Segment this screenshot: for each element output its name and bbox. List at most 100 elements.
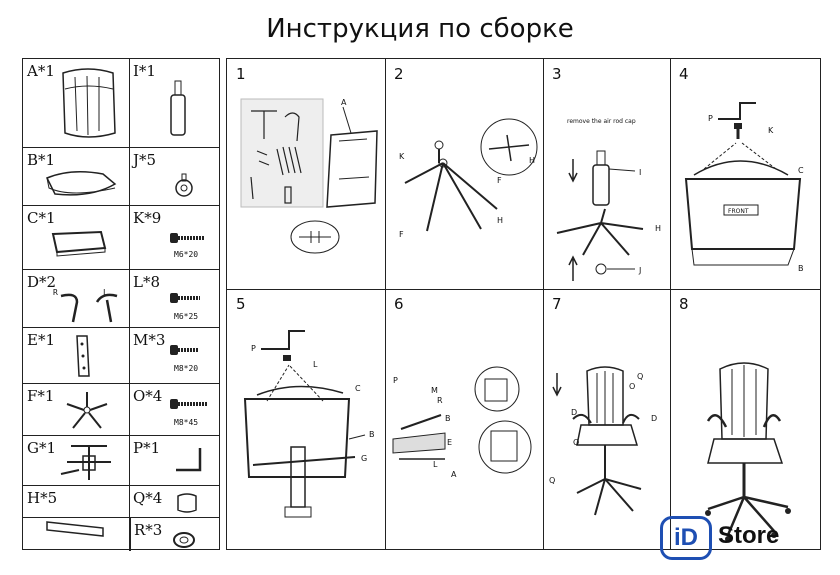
- step-number: 3: [552, 65, 562, 83]
- callout-j: J: [638, 266, 641, 275]
- part-label: M*3: [133, 331, 166, 349]
- callout-p: P: [251, 344, 256, 353]
- part-label: D*2: [27, 273, 57, 291]
- step-6-illustration: P M R B E L A: [392, 366, 532, 479]
- callout-e: E: [447, 438, 452, 447]
- cap-icon: [177, 493, 197, 513]
- callout-l: L: [433, 460, 438, 469]
- part-label: A*1: [27, 62, 55, 80]
- callout-h: H: [497, 216, 503, 225]
- armrest-right-mark: R: [53, 288, 58, 297]
- backrest-icon: [62, 68, 116, 138]
- step-8: 8: [670, 289, 822, 551]
- logo-text: Store: [718, 522, 780, 549]
- step-5: 5 P L C B G: [227, 289, 385, 551]
- parts-row: A*1 I*1: [23, 59, 219, 147]
- callout-c: C: [798, 166, 804, 175]
- callout-a: A: [341, 98, 347, 107]
- store-logo: iD Store: [660, 516, 779, 560]
- part-label: K*9: [133, 209, 162, 227]
- front-mark: FRONT: [728, 208, 749, 215]
- step-number: 2: [394, 65, 404, 83]
- callout-d: D: [571, 408, 577, 417]
- step-3-note: remove the air rod cap: [567, 118, 636, 125]
- step-4: 4 P K C FRONT B: [670, 59, 822, 289]
- part-cell: D*2 R L: [23, 270, 130, 327]
- part-label: O*4: [133, 387, 163, 405]
- part-label: C*1: [27, 209, 56, 227]
- step-number: 8: [679, 295, 689, 313]
- callout-m: M: [431, 386, 438, 395]
- bolt-icon: [170, 399, 208, 409]
- part-label: R*3: [134, 521, 163, 539]
- page-title: Инструкция по сборке: [266, 14, 574, 44]
- step-4-illustration: P K C FRONT B: [684, 102, 804, 273]
- callout-o: O: [573, 438, 579, 447]
- bolt-size: M6*20: [174, 250, 199, 259]
- part-cell: M*3 M8*20: [130, 328, 219, 383]
- callout-f: F: [399, 230, 404, 239]
- part-cell: E*1: [23, 328, 130, 383]
- bolt-icon: [170, 233, 204, 243]
- step-7-illustration: Q O D D Q O: [549, 366, 657, 516]
- callout-b: B: [445, 414, 451, 423]
- bolt-size: M8*45: [174, 418, 199, 427]
- logo-mark: iD: [660, 516, 712, 560]
- step-3: 3 remove the air rod cap I H J: [543, 59, 670, 289]
- callout-g: G: [361, 454, 367, 463]
- part-cell: R*3: [130, 518, 219, 551]
- armrest-icon: [60, 293, 118, 323]
- seat-icon: [45, 171, 117, 196]
- part-cell: B*1: [23, 148, 130, 205]
- gas-lift-icon: [170, 80, 186, 136]
- callout-h: H: [655, 224, 661, 233]
- bolt-icon: [170, 345, 198, 355]
- step-5-illustration: P L C B G: [243, 330, 375, 518]
- callout-h: H: [529, 156, 535, 165]
- plate-icon: [76, 335, 90, 377]
- parts-list: A*1 I*1 B*1 J*5: [22, 58, 220, 551]
- part-cell: F*1: [23, 384, 130, 435]
- step-number: 5: [236, 295, 246, 313]
- part-label: H*5: [27, 489, 58, 507]
- part-label: G*1: [27, 439, 57, 457]
- callout-k: K: [399, 152, 405, 161]
- parts-row: F*1 O*4 M8*45: [23, 383, 219, 435]
- callout-d: D: [651, 414, 657, 423]
- part-cell: O*4 M8*45: [130, 384, 219, 435]
- step-6: 6 P M R B E L A: [385, 289, 543, 551]
- part-cell: H*5: [23, 486, 130, 551]
- cover-strip-icon: [46, 521, 104, 537]
- parts-row: D*2 R L L*8 M6*25: [23, 269, 219, 327]
- callout-q: Q: [549, 476, 555, 485]
- step-1: 1 A: [227, 59, 385, 289]
- part-cell: G*1: [23, 436, 130, 485]
- step-3-illustration: remove the air rod cap I H J: [556, 118, 661, 281]
- base-icon: [66, 392, 108, 429]
- callout-o: O: [629, 382, 635, 391]
- callout-l: L: [313, 360, 318, 369]
- callout-p: P: [393, 376, 398, 385]
- hex-key-icon: [176, 448, 202, 472]
- bolt-size: M6*25: [174, 312, 199, 321]
- step-number: 1: [236, 65, 246, 83]
- callout-b: B: [369, 430, 375, 439]
- assembly-steps: 1 A 2: [226, 58, 821, 550]
- callout-p: P: [708, 114, 713, 123]
- part-label: I*1: [133, 62, 156, 80]
- part-cell: I*1: [130, 59, 219, 147]
- part-cell: P*1: [130, 436, 219, 485]
- caster-icon: [175, 173, 193, 197]
- parts-row: G*1 P*1: [23, 435, 219, 485]
- mechanism-icon: [60, 445, 111, 480]
- parts-row: C*1 K*9 M6*20: [23, 205, 219, 269]
- part-label: B*1: [27, 151, 56, 169]
- step-8-illustration: [705, 362, 791, 542]
- parts-row: E*1 M*3 M8*20: [23, 327, 219, 383]
- parts-row: H*5 Q*4: [23, 485, 219, 551]
- step-2: 2 K H F F H: [385, 59, 543, 289]
- parts-row: B*1 J*5: [23, 147, 219, 205]
- bolt-icon: [170, 293, 200, 303]
- callout-k: K: [768, 126, 774, 135]
- callout-r: R: [437, 396, 443, 405]
